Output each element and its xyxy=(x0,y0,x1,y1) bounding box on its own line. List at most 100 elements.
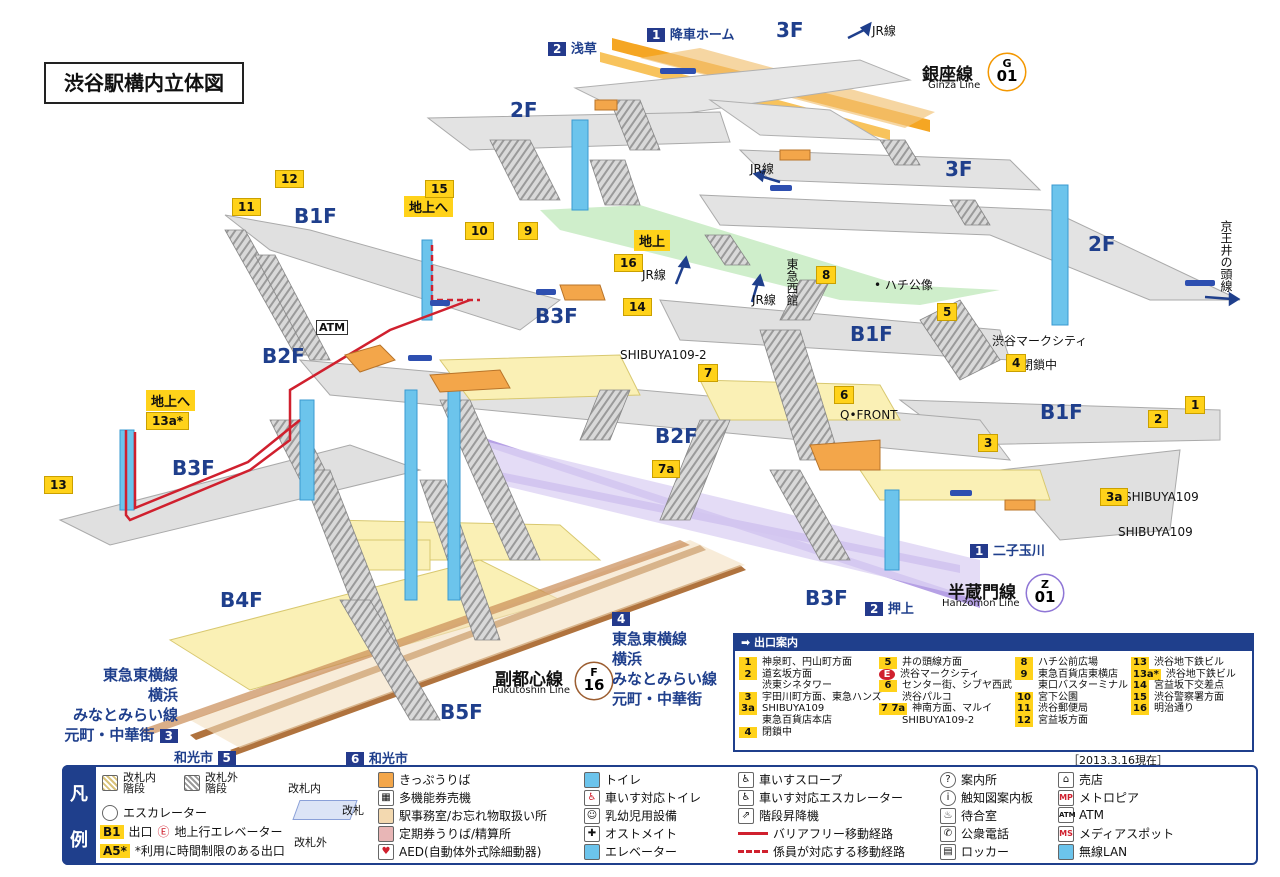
hanzomon-platform-2: 2 押上 xyxy=(865,598,914,617)
exit-guide-text: SHIBUYA109 xyxy=(762,703,825,715)
legend-c5-3: ✆ 公衆電話 xyxy=(940,825,1009,842)
fukutoshin-platform-6: 6 和光市 xyxy=(346,748,408,767)
fukutoshin-line-name: 副都心線 xyxy=(495,670,563,690)
exit-guide-number: 10 xyxy=(1015,691,1033,704)
exit-guide-text: 渋谷警察署方面 xyxy=(1154,691,1224,703)
legend-c6-2-text: ATM xyxy=(1079,808,1104,822)
legend-c2-3-text: 定期券うりば/精算所 xyxy=(399,827,512,841)
exit-guide-row: 渋谷パルコ xyxy=(879,692,1012,704)
floor-label-b1f-right: B1F xyxy=(1040,400,1083,424)
floor-label-b2f-mid: B2F xyxy=(655,424,698,448)
legend-a5-badge: A5* xyxy=(100,843,130,858)
exit-guide-text: 東口バスターミナル xyxy=(1038,680,1128,692)
floor-label-b3f-left: B3F xyxy=(172,456,215,480)
exit-guide-text: 宮下公園 xyxy=(1038,691,1078,703)
ginza-line-sub: Ginza Line xyxy=(928,80,981,91)
ginza-platform-1: 1 降車ホーム xyxy=(647,24,735,43)
exit-guide-number: 1 xyxy=(739,657,757,669)
elevator-to-ground-icon: Ⓔ xyxy=(157,825,170,839)
legend-c6-0-text: 売店 xyxy=(1079,773,1104,787)
exit-guide-row: 13a*渋谷地下鉄ビル xyxy=(1131,668,1236,681)
stair-lift-icon: ⇗ xyxy=(738,807,754,824)
fukutoshin-badge-letter: F xyxy=(590,666,598,679)
exit-guide-text: SHIBUYA109-2 xyxy=(902,714,975,726)
legend-c5-0: ?案内所 xyxy=(940,771,997,788)
legend-header: 凡例 xyxy=(62,765,96,865)
legend-c5-3-text: 公衆電話 xyxy=(961,827,1010,841)
legend-stairs-in: 改札内 階段 xyxy=(102,772,156,794)
escalator-icon xyxy=(102,804,118,821)
tokyu-mid-platform-num: 4 xyxy=(612,612,631,626)
hanzomon-platform-1: 1 二子玉川 xyxy=(970,540,1045,559)
legend-exit-badge: B1 xyxy=(100,824,124,839)
toilet-icon xyxy=(584,771,600,788)
exit-15: 15 xyxy=(425,180,454,198)
direction-arrows xyxy=(674,21,1241,307)
exit-guide-text: 東急百貨店本店 xyxy=(762,714,832,726)
exit-guide-text: 閉鎖中 xyxy=(762,726,792,738)
to-ground-label-2: 地上へ xyxy=(146,390,196,411)
tokyu-left-line1: 東急東横線 xyxy=(102,666,178,684)
legend-c5-2-text: 待合室 xyxy=(961,809,998,823)
exit-16: 16 xyxy=(614,254,643,272)
exit-guide-number: 16 xyxy=(1131,703,1149,715)
mark-city: 渋谷マークシティ xyxy=(992,334,1088,348)
exit-4: 4 xyxy=(1006,354,1027,372)
jr-line-top: JR線 xyxy=(872,24,896,38)
exit-guide-number: 6 xyxy=(879,680,897,692)
fukutoshin-platform-5-text: 和光市 xyxy=(174,751,214,766)
exit-guide-text: 渋東シネタワー xyxy=(762,680,832,692)
exit-guide-number: 12 xyxy=(1015,714,1033,727)
ginza-badge-num: 01 xyxy=(996,67,1018,85)
ticket-machines xyxy=(344,99,1036,511)
ginza-badge-letter: G xyxy=(1002,57,1012,70)
exit-guide-number: 13 xyxy=(1131,657,1149,669)
exit-guide-header: ➡ 出口案内 xyxy=(735,635,1252,651)
locker-icon: ▤ xyxy=(940,843,956,860)
tokyu-mid-line1: 東急東横線 xyxy=(612,630,688,648)
exit-guide-text: 渋谷パルコ xyxy=(902,691,952,703)
legend-c4-2-text: 階段昇降機 xyxy=(759,809,820,823)
legend-gate-in: 改札内 xyxy=(288,782,321,795)
wheelchair-slope-icon: ♿ xyxy=(738,771,754,788)
ginza-line-name: 銀座線 xyxy=(922,65,973,85)
floor-label-3f-top: 3F xyxy=(776,18,804,42)
tokyu-left-line4-text: 元町・中華街 xyxy=(64,726,155,744)
legend-gate-out: 改札外 xyxy=(294,836,327,849)
floor-3f-right xyxy=(738,149,1042,191)
shibuya109-a: SHIBUYA109 xyxy=(1124,490,1199,504)
tokyu-left-platform-num: 3 xyxy=(159,729,178,743)
q-front: Q•FRONT xyxy=(840,408,898,422)
to-ground-label-1: 地上へ xyxy=(404,196,454,217)
date-note: ［2013.3.16現在］ xyxy=(1068,754,1168,767)
exit-3a: 3a xyxy=(1100,488,1129,506)
tokyu-label-left: 東急東横線 横浜 みなとみらい線 元町・中華街 3 xyxy=(60,665,178,746)
exit-guide-number: E xyxy=(879,668,895,681)
keio-line: 京王井の頭線 xyxy=(1219,220,1233,292)
exit-8: 8 xyxy=(816,266,837,284)
exit-guide-number: 11 xyxy=(1015,703,1033,715)
tokyu-mid-line3: みなとみらい線 xyxy=(612,670,718,688)
exit-5: 5 xyxy=(937,303,958,321)
exit-guide-number: 2 xyxy=(739,668,757,681)
legend-head-1: 凡 xyxy=(70,784,88,805)
tokyu-mid-num-row: 4 xyxy=(612,608,717,629)
hanzomon-platform-2-text: 押上 xyxy=(887,602,914,617)
legend-c3-2: ☺乳幼児用設備 xyxy=(584,807,677,824)
waiting-room-icon: ♨ xyxy=(940,807,956,824)
exit-11: 11 xyxy=(232,198,261,216)
exit-3: 3 xyxy=(978,434,999,452)
aed-icon: ♥ xyxy=(378,843,394,860)
legend-c2-2: 駅事務室/お忘れ物取扱い所 xyxy=(378,807,547,824)
atm-icon: ATM xyxy=(1058,807,1076,823)
legend-gate: 改札 xyxy=(342,804,364,817)
phone-icon: ✆ xyxy=(940,825,956,842)
